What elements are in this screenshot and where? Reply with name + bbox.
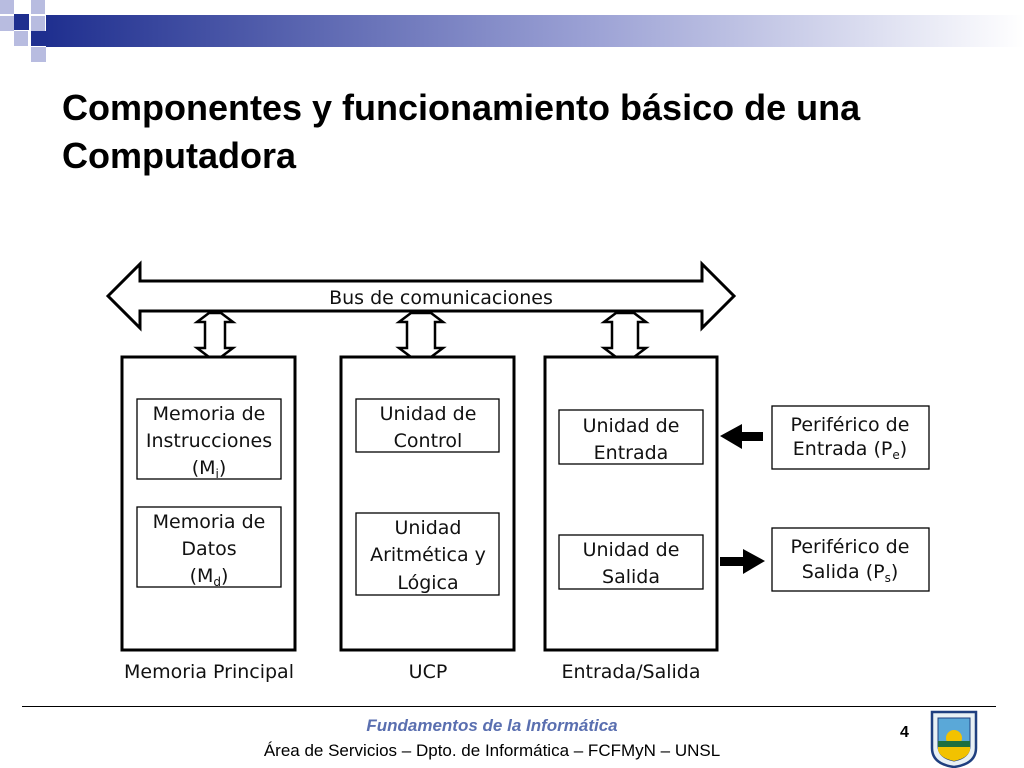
periferico-entrada-line2: Entrada (Pe) bbox=[793, 438, 907, 462]
bus-arrow bbox=[105, 260, 737, 332]
header-square bbox=[31, 47, 46, 62]
ucp-label: UCP bbox=[409, 661, 448, 683]
periferico-entrada-box bbox=[771, 405, 930, 470]
memoria-principal-label: Memoria Principal bbox=[124, 661, 294, 683]
alu-line2: Aritmética y bbox=[370, 544, 486, 566]
footer-course-title: Fundamentos de la Informática bbox=[366, 716, 618, 735]
entrada-salida-label: Entrada/Salida bbox=[561, 661, 700, 683]
header-square bbox=[31, 0, 45, 14]
header-square bbox=[14, 31, 28, 46]
memoria-datos-line1: Memoria de bbox=[153, 511, 266, 533]
footer-department: Área de Servicios – Dpto. de Informática… bbox=[263, 741, 721, 760]
periferico-salida-line2: Salida (Ps) bbox=[802, 561, 899, 585]
entrada-salida-block bbox=[543, 355, 719, 652]
header-square bbox=[14, 14, 29, 30]
footer-divider bbox=[22, 706, 996, 707]
header-square bbox=[0, 0, 14, 14]
header-banner bbox=[0, 0, 1024, 62]
connector-arrow-ucp bbox=[395, 311, 447, 359]
header-square bbox=[31, 16, 45, 31]
memoria-datos-box bbox=[136, 506, 282, 588]
memoria-instrucciones-line1: Memoria de bbox=[153, 403, 266, 425]
memoria-instrucciones-box bbox=[136, 398, 282, 480]
slide-title: Componentes y funcionamiento básico de u… bbox=[62, 87, 861, 176]
header-square bbox=[31, 31, 46, 46]
memoria-datos-line2: Datos bbox=[181, 538, 236, 560]
alu-line1: Unidad bbox=[395, 517, 462, 539]
unidad-control-line2: Control bbox=[394, 430, 463, 452]
input-arrow bbox=[720, 424, 763, 449]
unidad-salida-line2: Salida bbox=[602, 566, 660, 588]
unidad-salida-line1: Unidad de bbox=[583, 539, 680, 561]
unidad-control-box bbox=[355, 398, 500, 453]
alu-box bbox=[355, 512, 500, 596]
header-square bbox=[0, 16, 14, 31]
connector-arrow-memoria bbox=[193, 311, 237, 359]
bus-label: Bus de comunicaciones bbox=[329, 287, 553, 309]
periferico-salida-line1: Periférico de bbox=[791, 536, 910, 558]
unidad-salida-box bbox=[558, 534, 704, 590]
memoria-instrucciones-line3: (Mi) bbox=[192, 457, 227, 481]
unidad-entrada-line1: Unidad de bbox=[583, 415, 680, 437]
header-gradient-band bbox=[46, 15, 1024, 47]
unidad-entrada-line2: Entrada bbox=[594, 442, 669, 464]
unidad-entrada-box bbox=[558, 409, 704, 465]
output-arrow bbox=[720, 549, 765, 574]
unidad-control-line1: Unidad de bbox=[380, 403, 477, 425]
memoria-instrucciones-line2: Instrucciones bbox=[146, 430, 272, 452]
header-square bbox=[14, 0, 28, 14]
university-logo-icon bbox=[930, 710, 978, 768]
page-number: 4 bbox=[900, 724, 909, 741]
memoria-datos-line3: (Md) bbox=[190, 565, 229, 589]
periferico-entrada-line1: Periférico de bbox=[791, 414, 910, 436]
alu-line3: Lógica bbox=[397, 572, 458, 594]
periferico-salida-box bbox=[771, 527, 930, 592]
connector-arrow-es bbox=[600, 311, 650, 359]
